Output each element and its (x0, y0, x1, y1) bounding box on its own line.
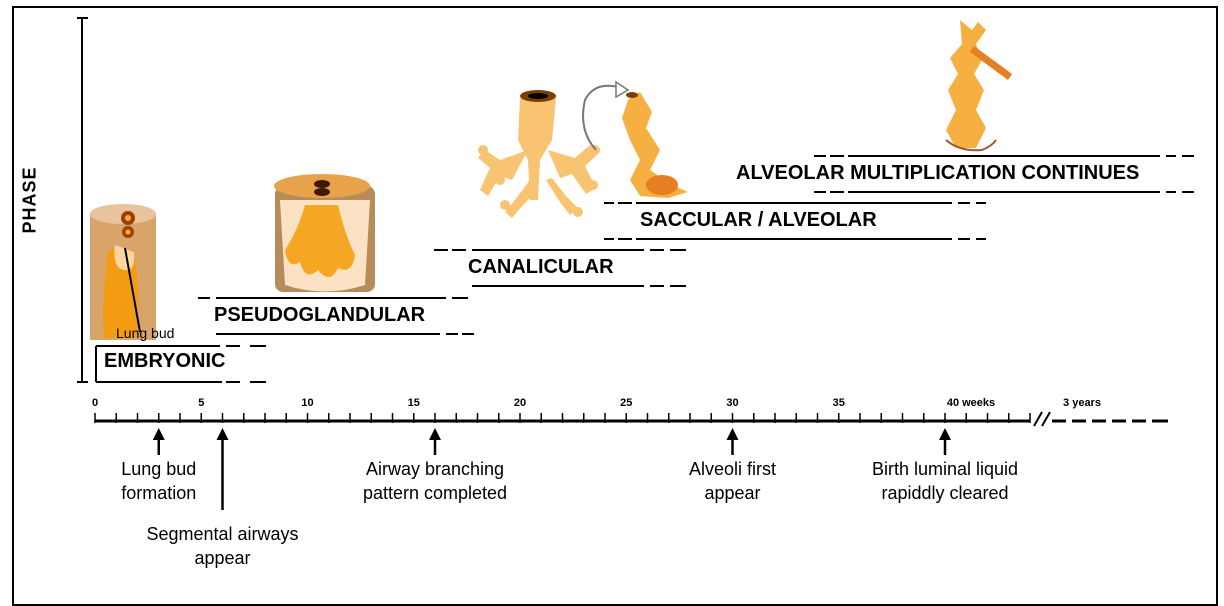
timeline-tick-label: 40 weeks (947, 397, 995, 409)
embryonic-illustration (90, 204, 156, 340)
event-label-line1: Alveoli first (689, 457, 776, 481)
lung-bud-label: Lung bud (116, 325, 174, 341)
timeline-tick-label: 30 (726, 397, 738, 409)
alveolar-illustration (946, 20, 1012, 150)
phase-axis-label: PHASE (20, 166, 41, 233)
event-label-line2: rapiddly cleared (872, 481, 1018, 505)
timeline-tick-label: 25 (620, 397, 632, 409)
pseudoglandular-illustration (274, 174, 375, 292)
timeline-tick-label: 5 (198, 397, 204, 409)
event-arrow-head (727, 428, 739, 440)
saccular-illustration (622, 92, 688, 198)
event-label-line1: Airway branching (363, 457, 507, 481)
event-label-line2: appear (689, 481, 776, 505)
canalicular-illustration (478, 90, 600, 218)
event-label-line1: Birth luminal liquid (872, 457, 1018, 481)
event-label-line2: appear (146, 546, 298, 570)
stage-label-canalicular: CANALICULAR (468, 256, 614, 279)
timeline-tick-label: 35 (833, 397, 845, 409)
stage-label-saccular-alveolar: SACCULAR / ALVEOLAR (640, 209, 877, 232)
stage-label-alveolar-multiplication: ALVEOLAR MULTIPLICATION CONTINUES (736, 162, 1139, 185)
event-label-line1: Lung bud (121, 457, 196, 481)
timeline-tick-label: 20 (514, 397, 526, 409)
event-arrow-head (217, 428, 229, 440)
stage-label-embryonic: EMBRYONIC (104, 350, 225, 373)
timeline-extension-label: 3 years (1063, 397, 1101, 409)
timeline-tick-label: 15 (408, 397, 420, 409)
event-label-line2: formation (121, 481, 196, 505)
event-label-line2: pattern completed (363, 481, 507, 505)
timeline-axis (95, 412, 1168, 426)
event-label-line1: Segmental airways (146, 522, 298, 546)
stage-label-pseudoglandular: PSEUDOGLANDULAR (214, 304, 425, 327)
timeline-tick-label: 10 (301, 397, 313, 409)
event-arrows (153, 428, 951, 510)
event-arrow-head (429, 428, 441, 440)
timeline-tick-label: 0 (92, 397, 98, 409)
event-arrow-head (939, 428, 951, 440)
event-arrow-head (153, 428, 165, 440)
